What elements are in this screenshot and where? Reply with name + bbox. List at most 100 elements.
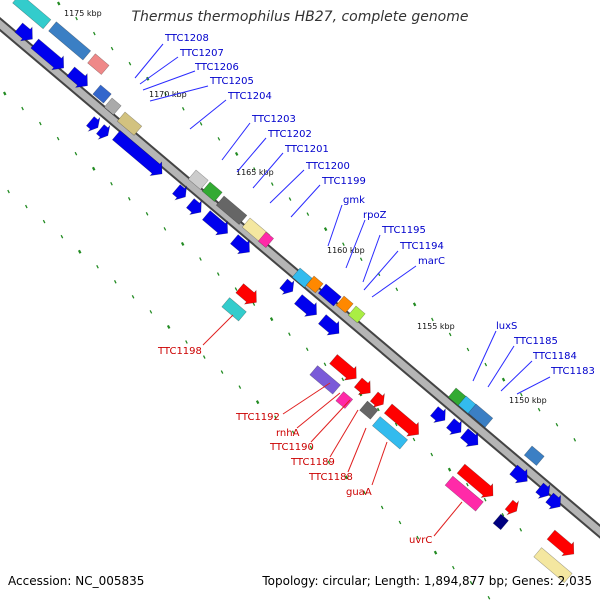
- tick-mark: [180, 241, 185, 246]
- tick-mark: [3, 91, 7, 96]
- tick-mark: [110, 181, 113, 186]
- gene-feature: [546, 529, 575, 557]
- tick-mark: [341, 377, 345, 382]
- gene-feature: [535, 482, 551, 499]
- tick-mark: [327, 460, 331, 465]
- gene-feature: [279, 278, 295, 295]
- tick-mark: [309, 445, 313, 450]
- gene-feature: [446, 418, 462, 435]
- tick-mark: [452, 565, 455, 570]
- gene-feature: [172, 184, 187, 201]
- gene-feature: [305, 275, 324, 294]
- tick-mark: [344, 475, 349, 480]
- gene-label: TTC1188: [308, 472, 353, 483]
- accession-text: Accession: NC_005835: [8, 574, 145, 588]
- tick-mark: [520, 392, 523, 397]
- gene-feature: [467, 403, 494, 428]
- gene-label: uvrC: [409, 535, 432, 546]
- tick-mark: [21, 106, 24, 111]
- tick-mark: [255, 400, 260, 405]
- tick-mark: [342, 242, 345, 246]
- tick-mark: [131, 295, 135, 299]
- gene-label: TTC1208: [164, 33, 209, 44]
- gene-feature: [372, 416, 408, 450]
- gene-feature: [86, 116, 101, 132]
- tick-track-far: [7, 189, 491, 600]
- gene-feature: [509, 464, 528, 484]
- tick-mark: [380, 505, 384, 510]
- gene-label: TTC1207: [179, 48, 224, 59]
- leader-lines-bottom: [202, 314, 463, 537]
- gene-feature: [460, 428, 479, 447]
- tick-mark: [501, 377, 506, 382]
- gene-feature: [504, 499, 520, 516]
- gene-feature: [369, 391, 385, 408]
- gene-label: TTC1190: [269, 442, 314, 453]
- gene-label: TTC1206: [194, 62, 239, 73]
- gene-feature: [317, 283, 342, 307]
- tick-mark: [323, 227, 328, 232]
- gene-feature: [533, 547, 573, 583]
- gene-labels-top: TTC1208 TTC1207 TTC1206 TTC1205 TTC1204 …: [164, 33, 595, 377]
- tick-mark: [519, 527, 523, 532]
- tick-mark: [91, 166, 96, 171]
- tick-mark: [377, 407, 380, 412]
- ruler-label: 1170 kbp: [149, 90, 187, 99]
- tick-mark: [305, 347, 309, 352]
- gene-feature: [87, 53, 110, 75]
- tick-mark: [501, 512, 505, 517]
- genome-summary-text: Topology: circular; Length: 1,894,877 bp…: [262, 574, 592, 588]
- gene-feature: [103, 97, 122, 116]
- gene-feature: [353, 377, 371, 395]
- gene-feature: [318, 314, 340, 336]
- gene-feature: [202, 210, 228, 236]
- gene-label: gmk: [343, 195, 365, 206]
- gene-feature: [48, 21, 92, 61]
- gene-labels-bottom: TTC1198 TTC1192 rnhA TTC1190 TTC1189 TTC…: [157, 346, 432, 546]
- tick-track-upper: [57, 1, 577, 442]
- tick-mark: [398, 520, 402, 525]
- gene-feature: [215, 195, 248, 225]
- tick-mark: [57, 1, 61, 6]
- tick-mark: [75, 16, 78, 21]
- tick-mark: [113, 280, 117, 284]
- gene-label: TTC1194: [399, 241, 444, 252]
- tick-mark: [394, 422, 398, 427]
- tick-mark: [447, 467, 452, 472]
- tick-mark: [7, 189, 10, 194]
- tick-mark: [430, 452, 434, 457]
- genome-title: Thermus thermophilus HB27, complete geno…: [131, 9, 469, 25]
- tick-mark: [323, 362, 327, 367]
- tick-mark: [238, 385, 242, 389]
- gene-feature: [201, 181, 223, 202]
- gene-label: TTC1184: [532, 351, 577, 362]
- tick-mark: [416, 535, 420, 540]
- tick-mark: [573, 437, 577, 442]
- tick-mark: [216, 272, 220, 276]
- tick-mark: [39, 121, 42, 126]
- gene-label: TTC1189: [290, 457, 335, 468]
- gene-label: TTC1200: [305, 161, 350, 172]
- gene-feature: [347, 305, 366, 324]
- gene-label: TTC1198: [157, 346, 202, 357]
- tick-mark: [252, 302, 256, 306]
- tick-mark: [145, 212, 149, 216]
- gene-label: luxS: [496, 321, 517, 332]
- gene-feature: [230, 234, 250, 255]
- ruler-label: 1155 kbp: [417, 322, 455, 331]
- tick-mark: [537, 407, 541, 412]
- gene-label: TTC1203: [251, 114, 296, 125]
- gene-feature: [545, 492, 561, 510]
- tick-mark: [359, 257, 363, 262]
- ruler-label: 1165 kbp: [236, 168, 274, 177]
- tick-mark: [77, 249, 82, 254]
- gene-feature: [444, 475, 484, 512]
- tick-mark: [288, 197, 292, 201]
- tick-mark: [149, 310, 153, 314]
- tick-mark: [469, 580, 473, 585]
- ruler-label: 1175 kbp: [64, 9, 102, 18]
- gene-feature: [383, 403, 419, 437]
- gene-feature: [66, 66, 88, 88]
